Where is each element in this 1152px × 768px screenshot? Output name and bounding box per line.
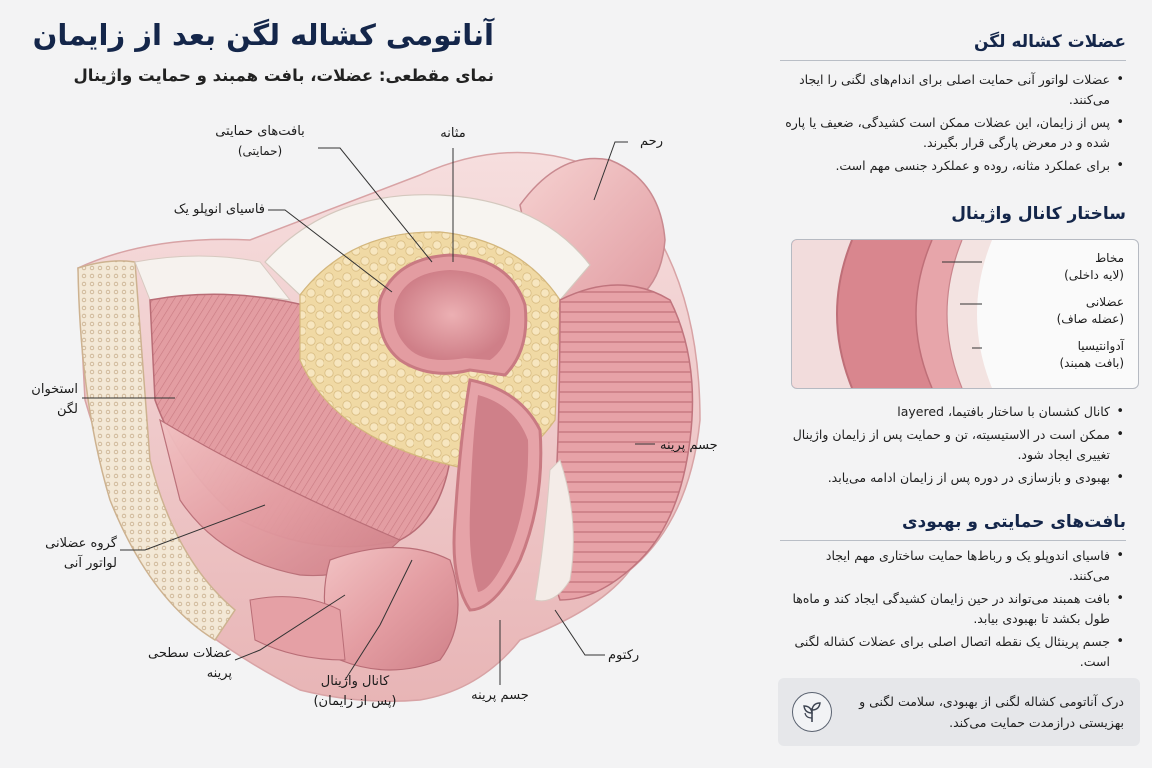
label-perineal-body-bottom: جسم پرینه: [471, 688, 529, 703]
sprout-icon: [792, 692, 832, 732]
list-item: پس از زایمان، این عضلات ممکن است کشیدگی،…: [781, 113, 1126, 153]
info-panel: عضلات کشاله لگن عضلات لواتور آنی حمایت ا…: [778, 0, 1140, 768]
leader-levator-group: [120, 504, 266, 551]
rectum-lumen: [534, 459, 574, 602]
label-supportive-tissue-text: بافت‌های حمایتی: [215, 124, 305, 139]
label-vaginal-canal: کانال واژینال (پس از زایمان): [300, 672, 410, 712]
inset-label-mucosa-text: مخاط: [1095, 251, 1124, 265]
list-item: برای عملکرد مثانه، روده و عملکرد جنسی مه…: [781, 156, 1126, 176]
label-uterus: رحم: [640, 134, 663, 149]
leader-superficial-muscles: [234, 594, 346, 661]
list-item: کانال کشسان با ساختار بافتیما، layered: [781, 402, 1126, 422]
label-levator-group-line2: لواتور آنی: [63, 556, 117, 572]
bladder-lumen: [393, 270, 511, 361]
label-supportive-tissue-sub: (حمایتی): [237, 144, 283, 159]
list-item: عضلات لواتور آنی حمایت اصلی برای اندام‌ه…: [781, 70, 1126, 110]
leader-supportive-tissue: [318, 147, 433, 263]
vaginal-wall-layers: [792, 240, 992, 388]
inset-outer-line: [946, 240, 963, 388]
inset-leader-lines: [942, 261, 982, 349]
label-rectum: رکتوم: [608, 648, 640, 663]
vaginal-structure-list: کانال کشسان با ساختار بافتیما، layered م…: [781, 402, 1126, 491]
inset-inner-line: [836, 240, 853, 388]
support-recovery-list: فاسیای اندوپلو یک و رباط‌ها حمایت ساختار…: [781, 546, 1126, 675]
label-levator-group-line1: گروه عضلانی: [45, 536, 117, 551]
label-perineal-body-right: جسم پرینه: [660, 438, 718, 453]
vaginal-wall-inset: مخاط (لایه داخلی) عضلانی (عضله صاف) آدوا…: [791, 239, 1139, 389]
inset-label-adventitia-sub: (بافت همبند): [1059, 356, 1125, 370]
pelvic-floor-list: عضلات لواتور آنی حمایت اصلی برای اندام‌ه…: [781, 70, 1126, 179]
label-endopelvic-fascia: فاسیای انوپلو یک: [173, 202, 265, 217]
label-supportive-tissue: بافت‌های حمایتی (حمایتی): [204, 122, 316, 161]
leader-endopelvic-fascia: [268, 209, 393, 293]
superficial-perineal-muscle: [249, 596, 346, 661]
list-item: ممکن است در الاستیسیته، تن و حمایت پس از…: [781, 425, 1126, 465]
inset-label-muscular-text: عضلانی: [1085, 295, 1124, 309]
inset-label-muscular: عضلانی (عضله صاف): [1057, 294, 1124, 328]
anatomy-diagram: [77, 141, 701, 702]
label-superficial-muscles: عضلات سطحی پرینه: [128, 644, 232, 684]
section-divider: [780, 540, 1126, 541]
summary-note: درک آناتومی کشاله لگنی از بهبودی، سلامت …: [778, 678, 1140, 746]
label-levator-group: گروه عضلانی لواتور آنی: [10, 534, 117, 574]
pelvic-bone: [77, 260, 236, 642]
page-subtitle: نمای مقطعی: عضلات، بافت همبند و حمایت وا…: [73, 66, 494, 85]
inset-label-adventitia: آدوانتیسیا (بافت همبند): [1060, 338, 1125, 372]
leader-rectum: [554, 609, 605, 656]
list-item: بهبودی و بازسازی در دوره پس از زایمان اد…: [781, 468, 1126, 488]
label-superficial-muscles-line2: پرینه: [206, 666, 232, 682]
section-title-vaginal-structure: ساختار کانال واژینال: [951, 204, 1126, 224]
label-pelvic-bone-line2: لگن: [56, 402, 78, 418]
inset-label-mucosa-sub: (لایه داخلی): [1064, 268, 1124, 282]
leader-vaginal-canal: [344, 559, 413, 681]
label-pelvic-bone: استخوان لگن: [10, 380, 78, 420]
section-title-support-recovery: بافت‌های حمایتی و بهبودی: [901, 512, 1126, 532]
label-superficial-muscles-line1: عضلات سطحی: [148, 646, 232, 661]
list-item: بافت همبند می‌تواند در حین زایمان کشیدگی…: [781, 589, 1126, 629]
vaginal-lumen: [469, 395, 529, 592]
section-title-pelvic-floor: عضلات کشاله لگن: [973, 32, 1126, 52]
leader-uterus: [593, 141, 628, 201]
inset-label-muscular-sub: (عضله صاف): [1056, 312, 1124, 326]
label-vaginal-canal-line2: (پس از زایمان): [313, 694, 397, 710]
inset-label-mucosa: مخاط (لایه داخلی): [1064, 250, 1124, 284]
summary-note-text: درک آناتومی کشاله لگنی از بهبودی، سلامت …: [859, 694, 1124, 730]
label-bladder: مثانه: [440, 126, 466, 141]
inset-lumen: [792, 240, 852, 388]
section-divider: [780, 60, 1126, 61]
inset-mid-line: [915, 240, 933, 388]
leader-lines: [82, 141, 655, 685]
list-item: فاسیای اندوپلو یک و رباط‌ها حمایت ساختار…: [781, 546, 1126, 586]
label-pelvic-bone-line1: استخوان: [31, 382, 78, 397]
inset-label-adventitia-text: آدوانتیسیا: [1077, 339, 1124, 353]
sprout-icon-graphic: [803, 702, 821, 722]
page-title: آناتومی کشاله لگن بعد از زایمان: [32, 18, 494, 52]
list-item: جسم پرینئال یک نقطه اتصال اصلی برای عضلا…: [781, 632, 1126, 672]
label-vaginal-canal-line1: کانال واژینال: [320, 674, 390, 689]
